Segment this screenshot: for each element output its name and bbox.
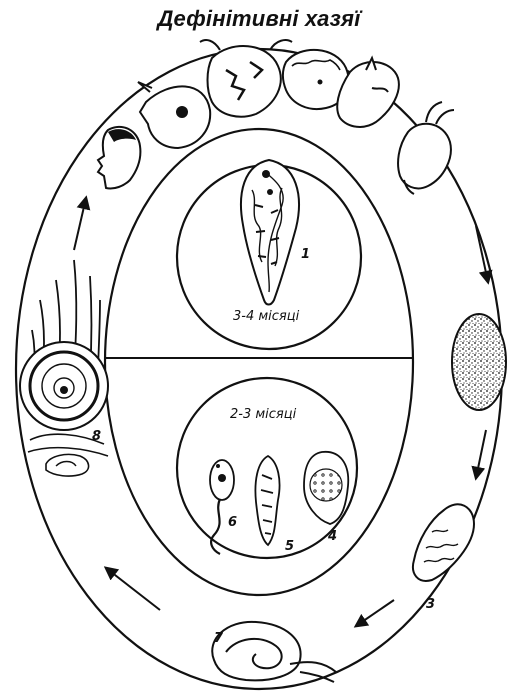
snail-icon <box>212 622 336 682</box>
arrow-miracidium-to-snail <box>356 600 394 626</box>
miracidium-icon <box>413 504 474 581</box>
label-sporocyst: 5 <box>285 539 294 554</box>
label-snail: 7 <box>214 631 224 646</box>
cow-icon <box>200 40 292 117</box>
pig-icon <box>138 82 210 148</box>
label-egg: 3 <box>426 597 435 612</box>
label-adult: 1 <box>301 247 310 262</box>
label-redia: 4 <box>327 529 337 544</box>
arrow-snail-to-cyst <box>106 568 160 610</box>
arrow-egg-to-miracidium <box>476 430 486 478</box>
label-adolescaria: 8 <box>92 429 101 444</box>
label-cercaria: 6 <box>228 515 237 530</box>
small-snail-icon <box>46 454 89 476</box>
egg-icon <box>452 314 506 410</box>
human-head-icon <box>98 127 140 189</box>
arrow-cyst-to-human <box>74 198 86 250</box>
larval-duration-label: 2-3 місяці <box>230 407 297 422</box>
adult-duration-label: 3-4 місяці <box>233 309 300 324</box>
cyst-icon <box>20 342 108 430</box>
